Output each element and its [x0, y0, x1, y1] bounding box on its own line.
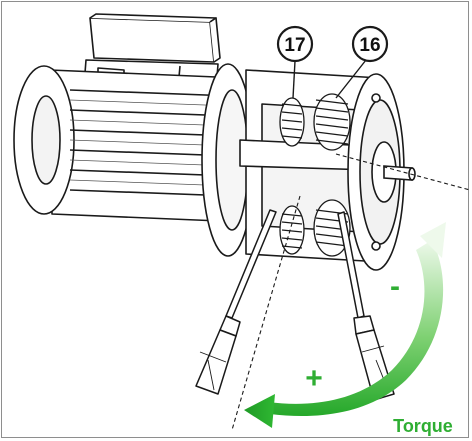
callout-17-number: 17 — [284, 35, 305, 56]
torque-label: Torque — [393, 416, 453, 436]
reference-lines — [231, 153, 471, 431]
torque-direction-arrow — [244, 222, 446, 428]
motor-flange — [201, 63, 255, 257]
brake-disc-17 — [279, 97, 305, 255]
motor-shaft — [383, 165, 416, 181]
brake-end-cover — [347, 73, 405, 271]
minus-sign: - — [390, 270, 400, 303]
screwdriver-left — [195, 209, 277, 395]
plus-sign: + — [305, 362, 323, 395]
callout-16 — [335, 25, 389, 99]
callout-17 — [276, 25, 314, 99]
motor-body — [13, 65, 245, 223]
callout-16-number: 16 — [359, 35, 380, 56]
